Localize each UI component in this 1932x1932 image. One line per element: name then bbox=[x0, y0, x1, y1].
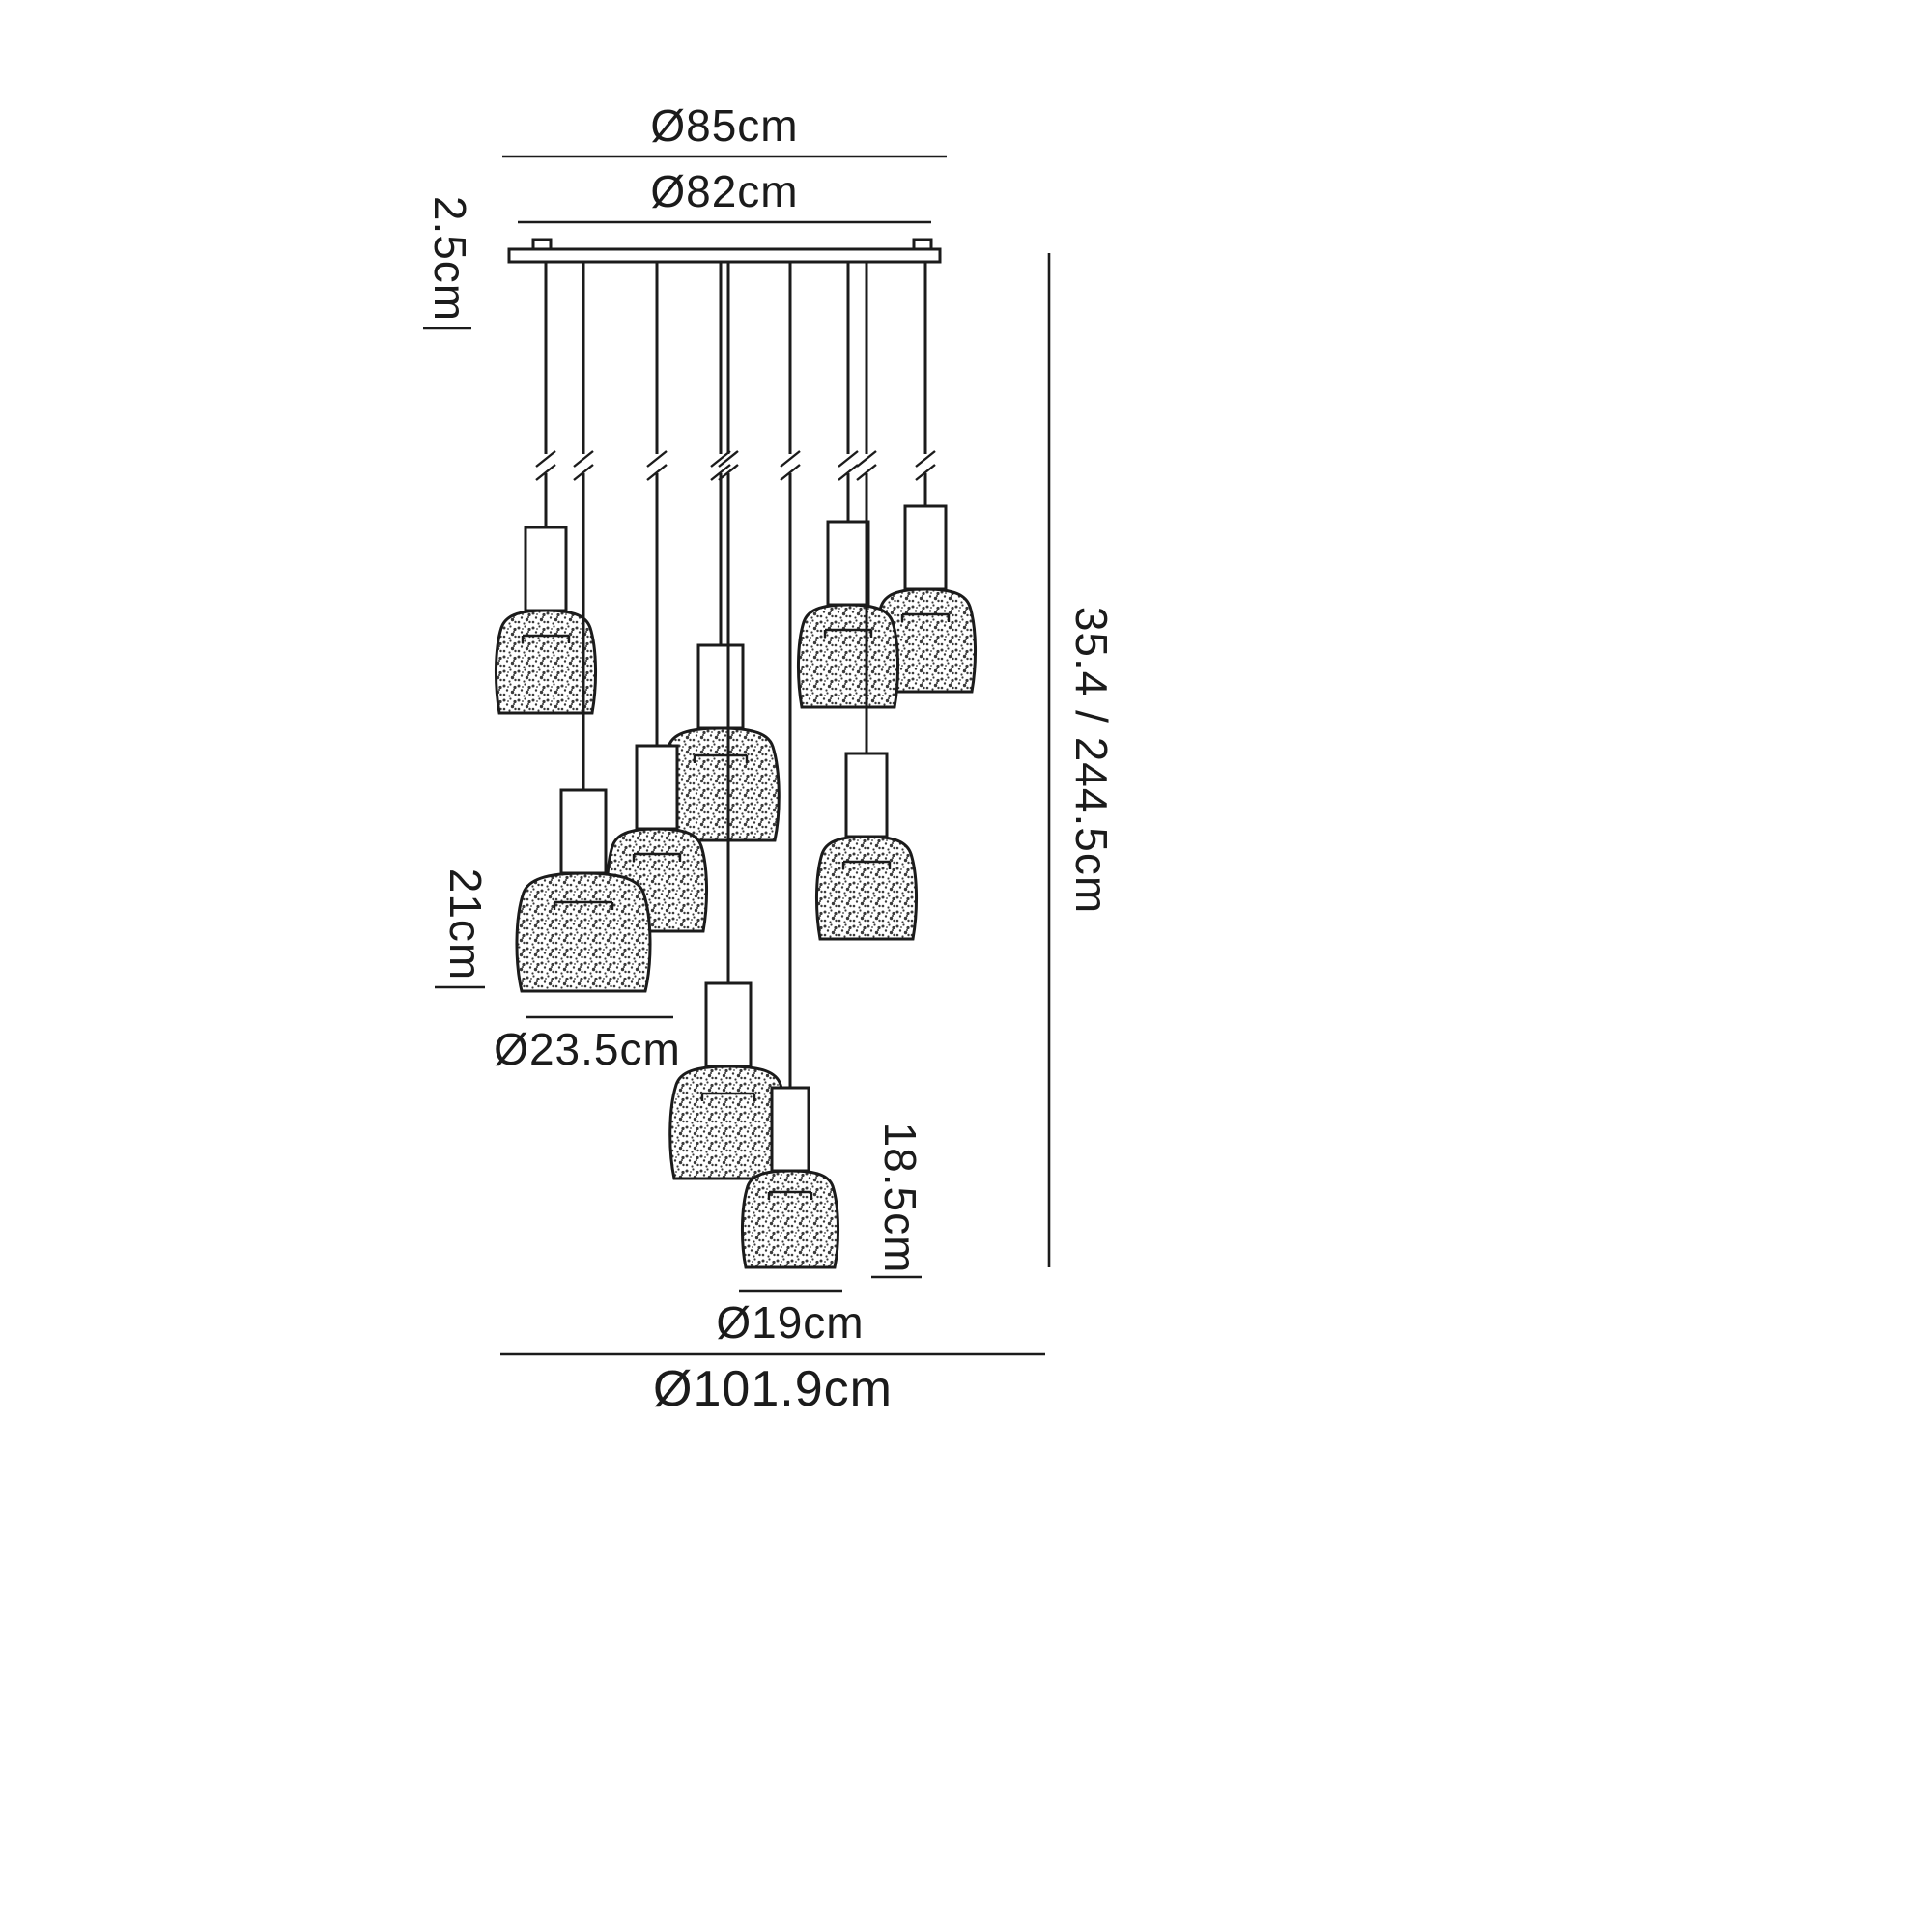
lamp-holder bbox=[696, 643, 745, 730]
dimension-canopy-inner: Ø82cm bbox=[518, 166, 931, 224]
overall-spread-label: Ø101.9cm bbox=[653, 1361, 893, 1417]
glass-shade bbox=[814, 835, 919, 941]
canopy-inner-width-label: Ø82cm bbox=[650, 166, 798, 216]
pendant bbox=[515, 262, 652, 993]
large-shade-height-label: 21cm bbox=[440, 868, 491, 980]
glass-shade bbox=[515, 871, 652, 993]
pendant bbox=[668, 262, 788, 1180]
lamp-holder bbox=[524, 526, 568, 612]
lamp-holder bbox=[844, 752, 889, 838]
glass-shade bbox=[796, 603, 900, 709]
ceiling-plate bbox=[507, 238, 942, 264]
glass-shade bbox=[661, 726, 781, 842]
glass-shade bbox=[740, 1169, 840, 1269]
cord-break-icon bbox=[856, 450, 877, 481]
lamp-holder bbox=[903, 504, 948, 591]
glass-shade bbox=[668, 1065, 788, 1180]
cord-break-icon bbox=[718, 450, 739, 481]
dimension-canopy-thickness: 2.5cm bbox=[423, 196, 475, 330]
canopy-thickness-label: 2.5cm bbox=[425, 196, 475, 322]
lamp-holder bbox=[559, 788, 608, 875]
cord-break-icon bbox=[646, 450, 668, 481]
lamp-holder bbox=[704, 981, 753, 1068]
plate-bar bbox=[507, 247, 942, 264]
pendant bbox=[740, 262, 840, 1269]
cord-break-icon bbox=[838, 450, 859, 481]
lamp-holder bbox=[635, 744, 679, 831]
dimension-drop-height: 35.4 / 244.5cm bbox=[1047, 253, 1117, 1267]
canopy-outer-width-label: Ø85cm bbox=[650, 100, 798, 151]
cord-break-icon bbox=[780, 450, 801, 481]
cord-break-icon bbox=[573, 450, 594, 481]
dimension-large-shade-height: 21cm bbox=[435, 868, 491, 989]
lamp-holder bbox=[770, 1086, 810, 1173]
dimension-canopy-outer: Ø85cm bbox=[502, 100, 947, 158]
lamp-holder bbox=[826, 520, 870, 607]
pendant bbox=[661, 262, 781, 842]
large-shade-diameter-label: Ø23.5cm bbox=[494, 1024, 681, 1074]
pendant bbox=[605, 262, 709, 933]
small-shade-diameter-label: Ø19cm bbox=[716, 1297, 864, 1348]
cord-break-icon bbox=[915, 450, 936, 481]
cord-break-icon bbox=[535, 450, 556, 481]
pendant bbox=[796, 262, 900, 709]
dimension-overall-spread: Ø101.9cm bbox=[500, 1352, 1045, 1417]
pendant bbox=[814, 262, 919, 941]
dimension-small-shade-height: 18.5cm bbox=[871, 1122, 925, 1279]
drop-height-label: 35.4 / 244.5cm bbox=[1066, 607, 1117, 914]
dimension-large-shade-diameter: Ø23.5cm bbox=[494, 1015, 681, 1074]
glass-shade bbox=[494, 609, 598, 715]
pendant bbox=[873, 262, 978, 694]
small-shade-height-label: 18.5cm bbox=[875, 1122, 925, 1274]
dimension-small-shade-diameter: Ø19cm bbox=[716, 1289, 864, 1348]
pendant bbox=[494, 262, 598, 715]
